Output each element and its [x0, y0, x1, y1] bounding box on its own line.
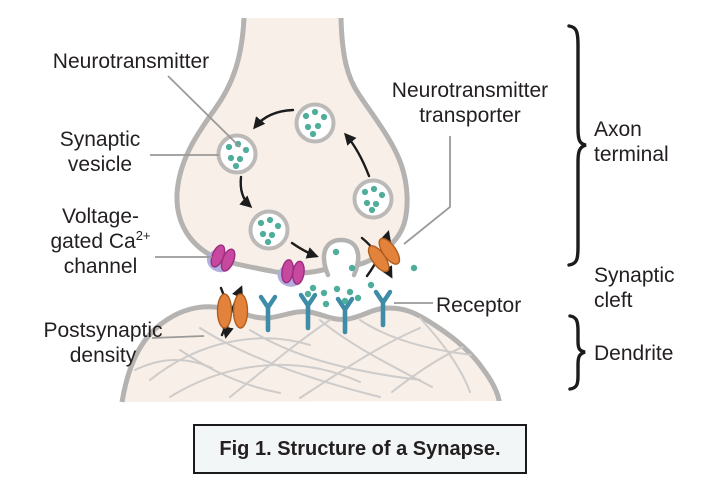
ca-channel-icon-middle: [277, 259, 305, 287]
neurotransmitter-dots: [304, 248, 418, 308]
synaptic-vesicle-right: [352, 178, 394, 220]
figure-caption-text: Fig 1. Structure of a Synapse.: [219, 437, 501, 460]
postsynaptic-channel-icon: [216, 293, 249, 329]
receptor-icon-2: [298, 292, 318, 331]
neurotransmitter-transporter-label: Neurotransmitter transporter: [391, 79, 549, 127]
ca-channel-icon-left: [206, 244, 236, 273]
dendrite-label: Dendrite: [594, 342, 674, 365]
synaptic-cleft-label: Synaptic cleft: [594, 264, 675, 312]
synaptic-vesicle-label: Synaptic vesicle: [59, 128, 141, 176]
dendrite-brace: [568, 314, 586, 391]
synaptic-vesicle-left: [216, 133, 258, 175]
axon-terminal-label: Axon terminal: [594, 118, 669, 166]
neurotransmitter-label: Neurotransmitter: [52, 50, 210, 73]
superscript: 2+: [135, 228, 151, 243]
receptor-label: Receptor: [436, 294, 522, 317]
dendrite-filaments: [134, 317, 481, 399]
receptor-icon-3: [335, 296, 355, 335]
neurotransmitter-transporter-icon: [367, 237, 401, 273]
receptor-icon-1: [258, 294, 278, 333]
ca-channel-label: Voltage- gated Ca2+ channel: [50, 205, 151, 278]
synaptic-vesicle-bottom: [248, 209, 290, 251]
figure-caption: Fig 1. Structure of a Synapse.: [193, 424, 527, 474]
postsynaptic-density-label: Postsynaptic density: [43, 319, 163, 367]
vesicle-cycle-arrows: [239, 108, 371, 259]
pointer-lines: [150, 75, 451, 339]
synaptic-vesicle-top: [294, 102, 336, 144]
axon-terminal-brace: [567, 24, 587, 267]
receptor-icon-4: [373, 289, 393, 328]
